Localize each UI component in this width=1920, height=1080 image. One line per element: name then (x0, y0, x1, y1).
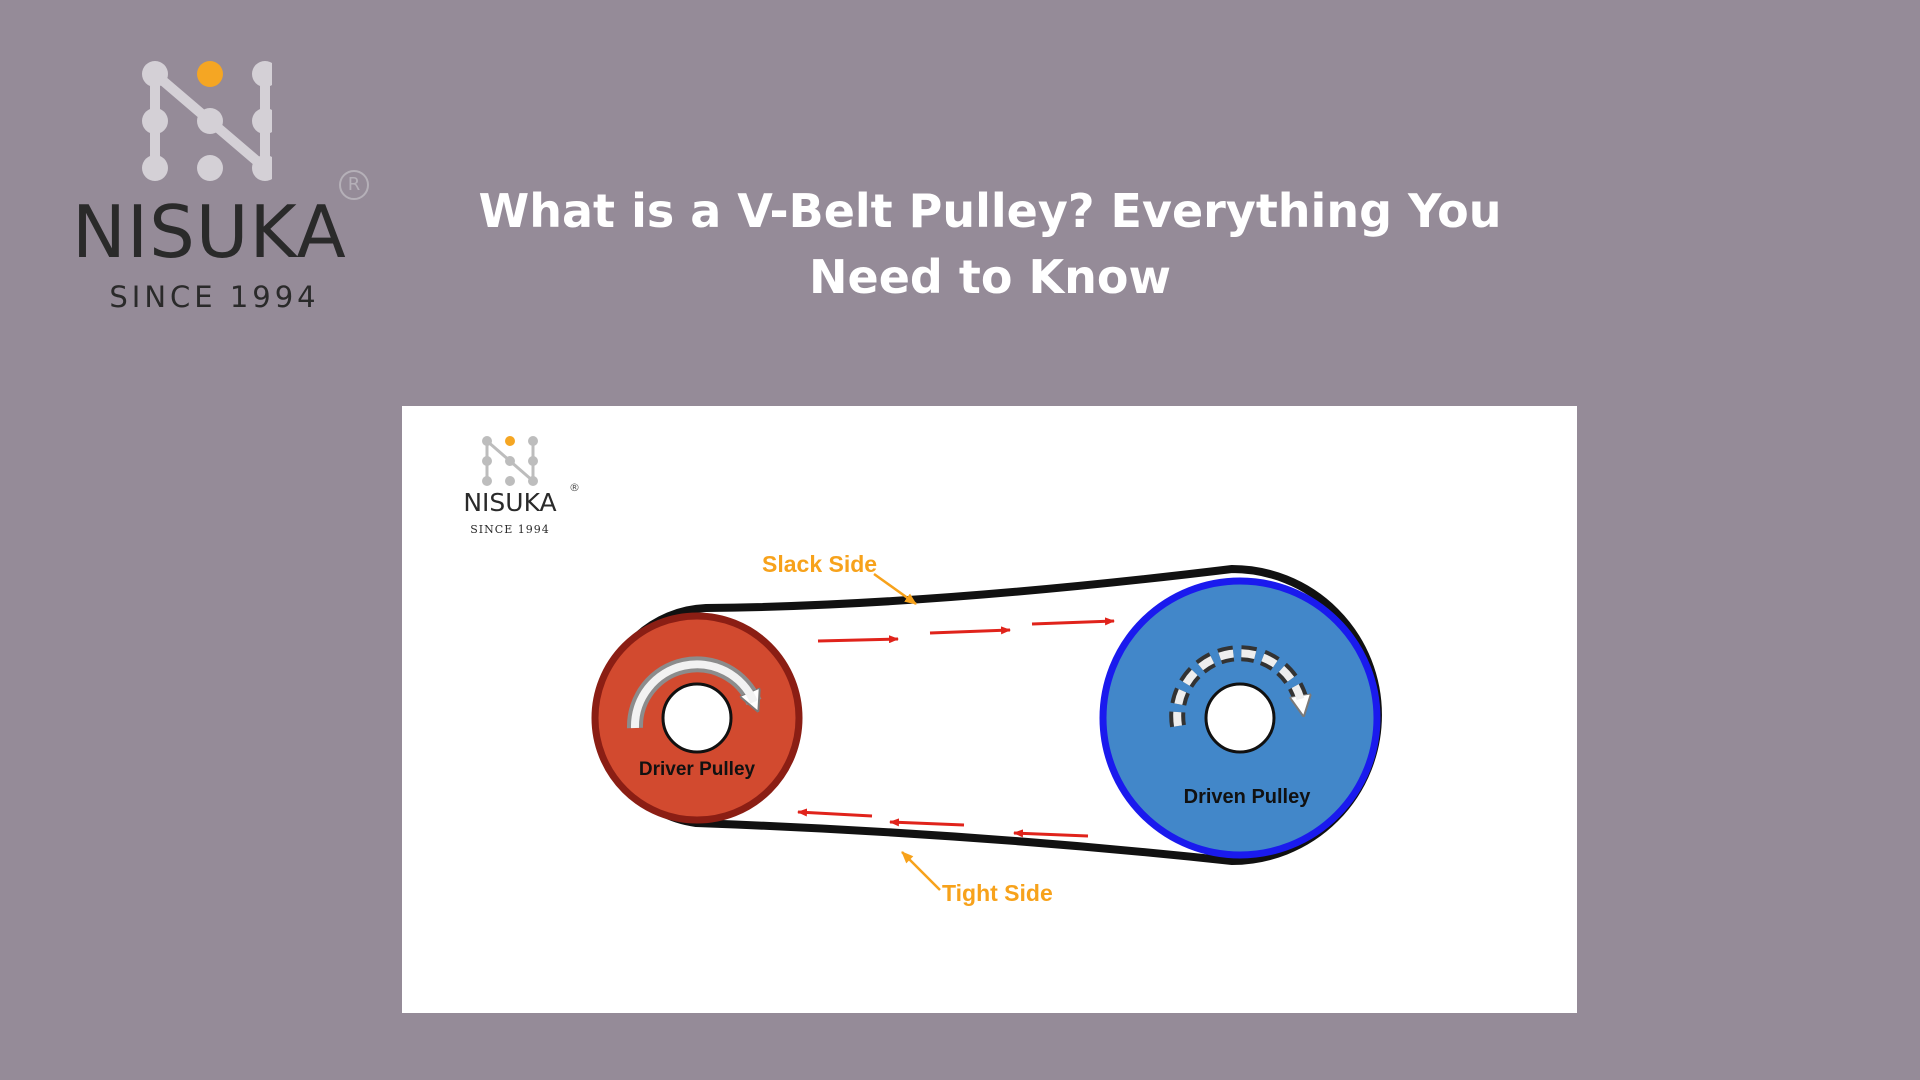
flow-arrow (817, 635, 899, 644)
tight-flow-arrows (797, 808, 1089, 838)
registered-mark: R (339, 170, 369, 200)
flow-arrow (929, 626, 1011, 635)
driver-pulley: Driver Pulley (591, 612, 803, 824)
slack-flow-arrows (817, 617, 1115, 644)
driver-hub (661, 682, 733, 754)
panel-logo-registered-mark: ® (569, 481, 580, 494)
driver-pulley-label: Driver Pulley (639, 759, 756, 780)
flow-arrow (1031, 617, 1115, 626)
nisuka-monogram-icon (142, 61, 272, 181)
panel-logo-monogram-icon (482, 436, 538, 486)
flow-arrow (1013, 829, 1089, 838)
driven-hub (1204, 682, 1276, 754)
tight-side-pointer (901, 851, 941, 891)
flow-arrow (797, 808, 873, 818)
panel-logo-name: NISUKA (463, 488, 556, 517)
flow-arrow (889, 818, 965, 827)
accent-dot (197, 61, 223, 87)
slack-side-label: Slack Side (762, 551, 877, 577)
tight-side-label: Tight Side (942, 880, 1053, 906)
page-title: What is a V-Belt Pulley? Everything You … (478, 184, 1502, 304)
v-belt-pulley-diagram: NISUKA ® SINCE 1994 Driver Pulley Driven… (463, 436, 1382, 906)
panel-logo: NISUKA ® SINCE 1994 (463, 436, 580, 536)
slack-side-pointer (873, 572, 917, 606)
brand-logo: R NISUKA SINCE 1994 (72, 54, 382, 324)
diagram-panel: NISUKA ® SINCE 1994 Driver Pulley Driven… (402, 406, 1577, 1013)
panel-logo-since: SINCE 1994 (470, 523, 549, 536)
driven-pulley-label: Driven Pulley (1184, 786, 1312, 808)
driven-pulley: Driven Pulley (1099, 577, 1381, 859)
brand-since: SINCE 1994 (109, 280, 320, 314)
brand-name: NISUKA (72, 190, 347, 274)
